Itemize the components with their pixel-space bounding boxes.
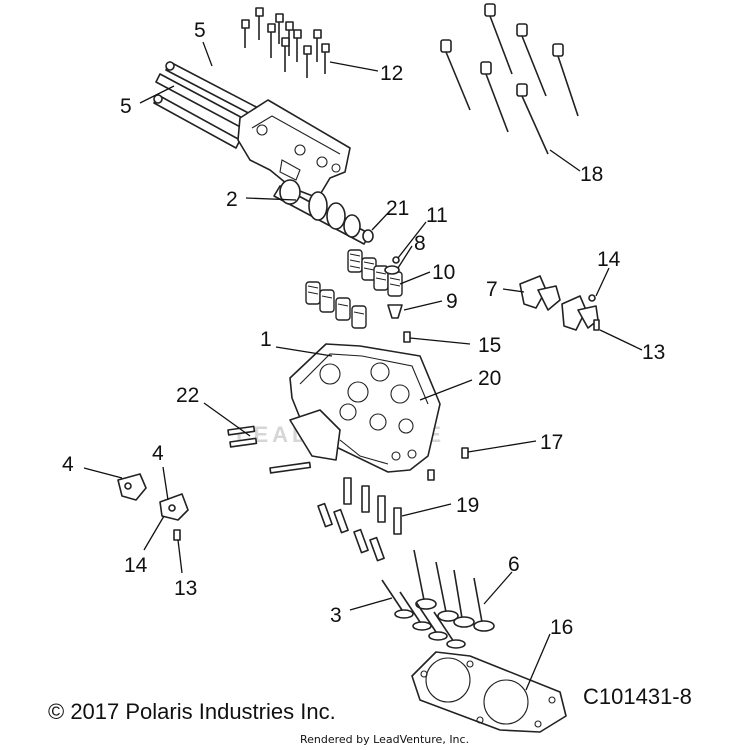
callout-18: 18 (580, 163, 603, 186)
valves (381, 549, 495, 649)
head-gasket (411, 651, 567, 733)
callout-11: 11 (426, 204, 448, 227)
callout-19: 19 (456, 494, 479, 517)
callout-14b: 14 (124, 554, 148, 577)
head-bolts (440, 3, 579, 155)
callout-3: 3 (330, 604, 342, 627)
rendered-by-credit: Rendered by LeadVenture, Inc. (300, 733, 470, 746)
callout-4a: 4 (62, 453, 74, 476)
callout-17: 17 (540, 431, 563, 454)
leader-lines (83, 41, 643, 691)
callout-2: 2 (226, 188, 238, 211)
valve-guides (317, 477, 402, 562)
callout-12: 12 (380, 62, 403, 85)
callout-13a: 13 (642, 341, 665, 364)
valve-springs (305, 249, 403, 329)
copyright-notice: © 2017 Polaris Industries Inc. (48, 699, 336, 724)
callout-8: 8 (414, 232, 426, 255)
callout-14a: 14 (597, 248, 621, 271)
head-small-fasteners (403, 331, 469, 481)
callout-9: 9 (446, 290, 458, 313)
rocker-arms-left (117, 473, 189, 541)
callout-labels: 5 5 12 18 2 21 11 8 10 9 7 14 13 1 15 20… (62, 19, 665, 639)
callout-10: 10 (432, 261, 455, 284)
camshaft (273, 179, 374, 245)
drawing-number: C101431-8 (583, 684, 692, 709)
callout-7: 7 (486, 278, 498, 301)
callout-4b: 4 (152, 442, 164, 465)
small-bolts (241, 7, 330, 78)
callout-16: 16 (550, 616, 573, 639)
callout-20: 20 (478, 367, 501, 390)
callout-21: 21 (386, 197, 409, 220)
callout-22: 22 (176, 384, 199, 407)
callout-6: 6 (508, 553, 520, 576)
callout-13b: 13 (174, 577, 197, 600)
cylinder-head (289, 343, 441, 473)
callout-15: 15 (478, 334, 501, 357)
dowel-pins (227, 425, 312, 474)
callout-5a: 5 (194, 19, 206, 42)
callout-5b: 5 (120, 95, 132, 118)
rocker-arms-right (519, 275, 600, 331)
callout-1: 1 (260, 328, 272, 351)
